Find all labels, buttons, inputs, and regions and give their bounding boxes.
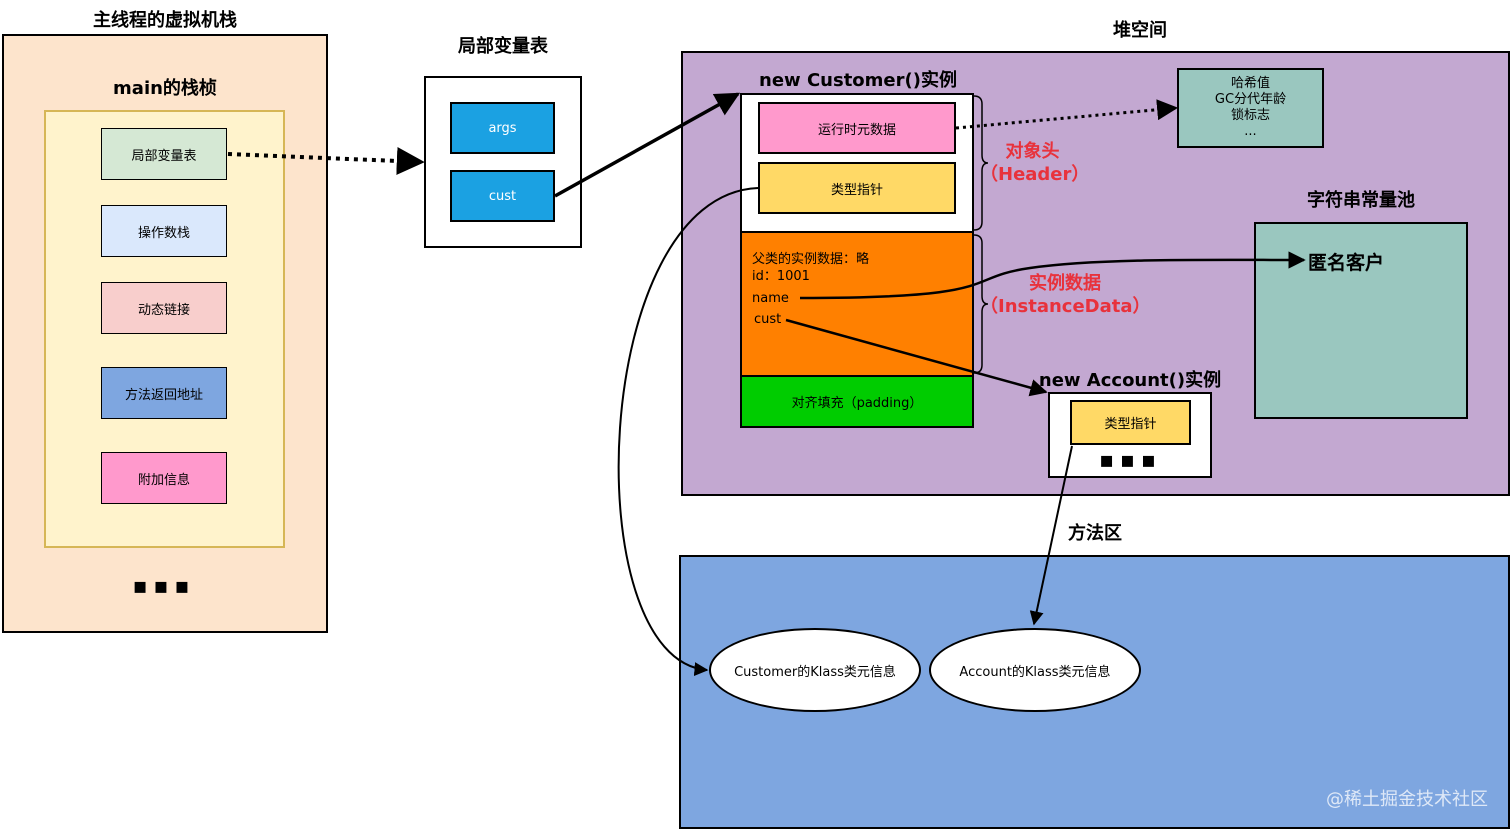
account-klass-label: Account的Klass类元信息 [959,664,1111,680]
frame-dynamic-link: 动态链接 [101,282,227,334]
customer-klass: Customer的Klass类元信息 [709,628,921,712]
header-note-gc-age: GC分代年龄 [1214,92,1287,107]
frame-dynamic-link-label: 动态链接 [137,302,190,318]
header-note-lock: 锁标志 [1230,108,1270,123]
instance-data-label-line2: （InstanceData） [980,296,1151,317]
object-header-label-line1: 对象头 [1005,141,1060,162]
stack-title: 主线程的虚拟机栈 [93,10,237,31]
instance-data-label-line1: 实例数据 [1029,273,1101,294]
account-klass: Account的Klass类元信息 [929,628,1141,712]
frame-local-table-label: 局部变量表 [131,148,197,164]
frame-operand-stack: 操作数栈 [101,205,227,257]
local-var-cust-label: cust [488,188,517,204]
field-cust: cust [754,312,782,327]
instance-data-label: 实例数据 （InstanceData） [980,272,1151,318]
runtime-metadata: 运行时元数据 [758,102,956,154]
account-instance-title: new Account()实例 [1038,370,1222,391]
field-id: id：1001 [752,269,810,284]
alignment-padding: 对齐填充（padding） [740,375,974,428]
alignment-padding-label: 对齐填充（padding） [791,396,923,411]
method-area-title: 方法区 [1068,523,1122,544]
string-anonymous-customer: 匿名客户 [1308,252,1385,274]
local-var-cust: cust [450,170,555,222]
object-header-label-line2: （Header） [980,164,1090,185]
watermark: @稀土掘金技术社区 [1326,789,1488,810]
frame-operand-stack-label: 操作数栈 [137,225,190,241]
account-ellipsis: ▪▪▪ [1099,448,1162,473]
customer-type-pointer-label: 类型指针 [830,182,883,198]
account-type-pointer: 类型指针 [1070,400,1191,445]
frame-extra-info-label: 附加信息 [137,472,190,488]
customer-instance-title: new Customer()实例 [759,70,957,91]
frame-return-address: 方法返回地址 [101,367,227,419]
customer-klass-label: Customer的Klass类元信息 [734,664,896,680]
account-type-pointer-label: 类型指针 [1104,417,1157,432]
stack-ellipsis: ▪▪▪ [132,574,196,599]
header-note-hash: 哈希值 [1230,76,1270,91]
string-pool-title: 字符串常量池 [1307,190,1415,211]
object-header-label: 对象头 （Header） [980,140,1090,186]
frame-return-address-label: 方法返回地址 [124,387,203,403]
local-table-title: 局部变量表 [458,36,548,57]
header-note-more: ... [1244,124,1257,139]
local-var-args-label: args [488,120,517,136]
field-name: name [752,291,789,306]
runtime-metadata-label: 运行时元数据 [817,122,896,138]
customer-type-pointer: 类型指针 [758,162,956,214]
heap-title: 堆空间 [1113,20,1167,41]
local-var-args: args [450,102,555,154]
header-note: 哈希值 GC分代年龄 锁标志 ... [1177,68,1324,148]
frame-extra-info: 附加信息 [101,452,227,504]
frame-local-table: 局部变量表 [101,128,227,180]
frame-title: main的栈桢 [113,78,217,99]
